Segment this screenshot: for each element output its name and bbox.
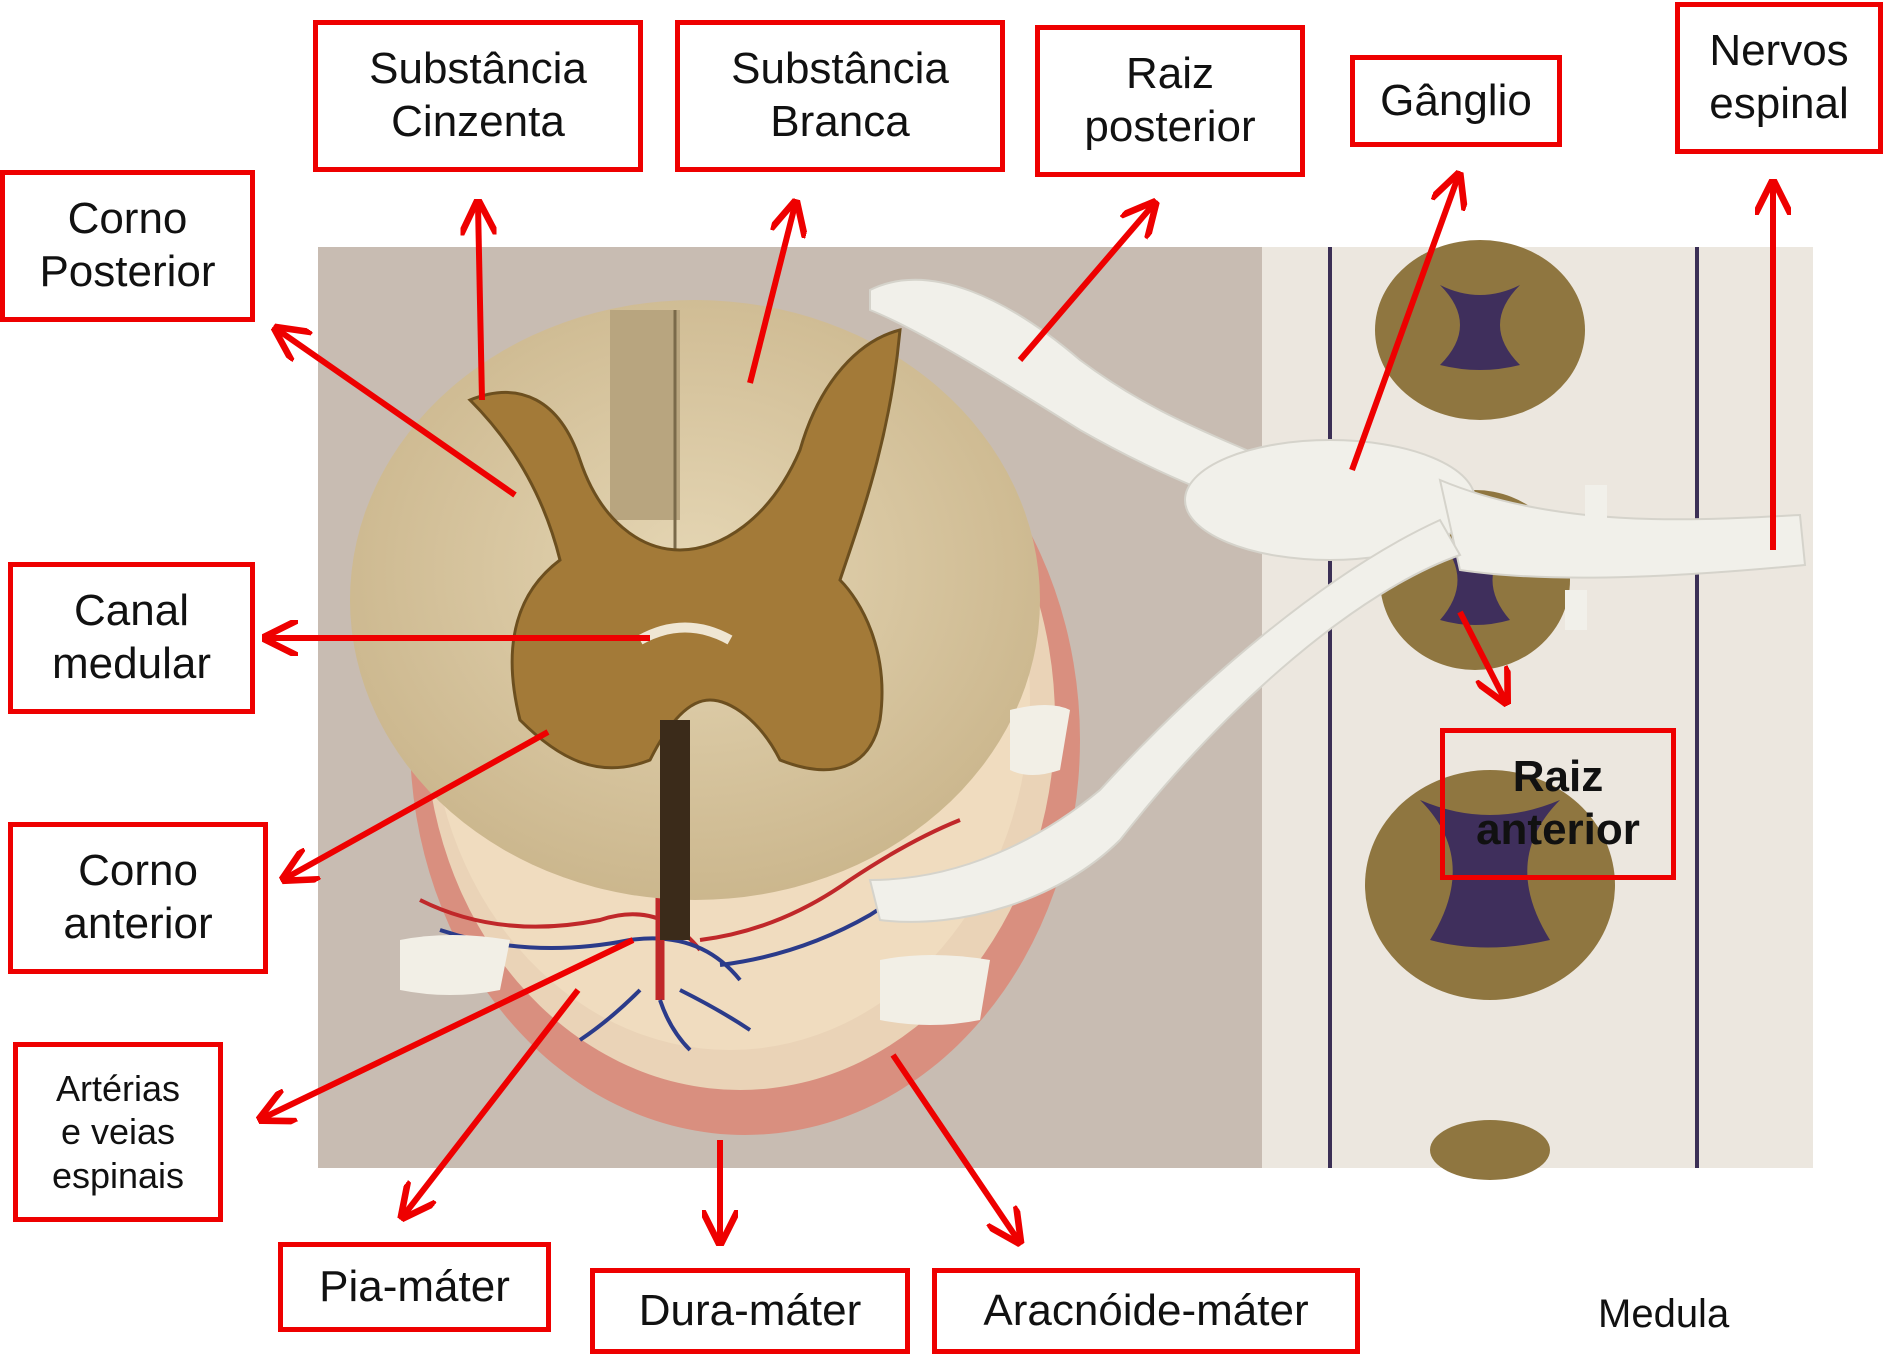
printed-section-4 [1430,1120,1550,1180]
label-nervos-espinal: Nervos espinal [1675,2,1883,154]
label-ganglio: Gânglio [1350,55,1562,147]
label-dura-mater: Dura-máter [590,1268,910,1354]
label-substancia-branca: Substância Branca [675,20,1005,172]
label-canal-medular: Canal medular [8,562,255,714]
label-corno-anterior: Corno anterior [8,822,268,974]
label-raiz-anterior: Raiz anterior [1440,728,1676,880]
caption-medula: Medula [1598,1292,1729,1337]
label-corno-posterior: Corno Posterior [0,170,255,322]
arrow-substancia-cinzenta [478,205,482,400]
label-aracnoide-mater: Aracnóide-máter [932,1268,1360,1354]
label-arterias-veias: Artérias e veias espinais [13,1042,223,1222]
label-substancia-cinzenta: Substância Cinzenta [313,20,643,172]
printed-section-1 [1375,240,1585,420]
label-raiz-posterior: Raiz posterior [1035,25,1305,177]
label-pia-mater: Pia-máter [278,1242,551,1332]
